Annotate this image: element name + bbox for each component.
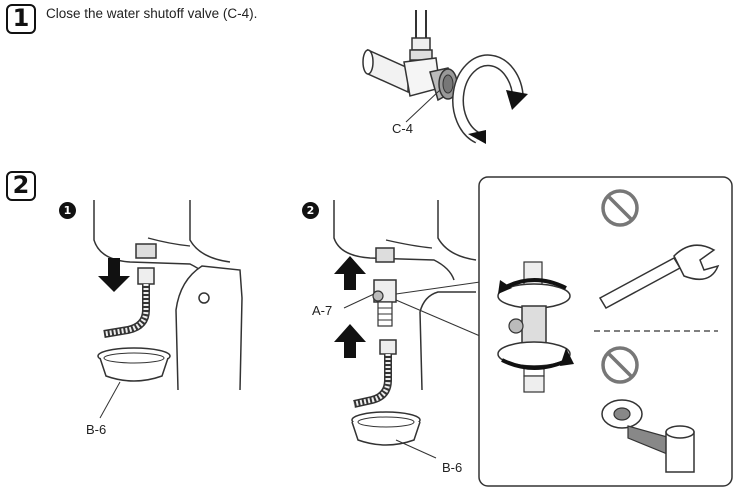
substep-1-marker: 1	[59, 202, 76, 219]
filter-label: A-7	[312, 303, 333, 318]
warning-detail-panel	[478, 176, 733, 487]
hose-removal-illustration	[93, 200, 243, 419]
step-1-number: 1	[6, 4, 36, 34]
substep-2-marker: 2	[302, 202, 319, 219]
container-label-1: B-6	[86, 422, 107, 437]
valve-label: C-4	[392, 121, 413, 136]
step-2-number: 2	[6, 171, 36, 201]
step-1-instruction: Close the water shutoff valve (C-4).	[46, 6, 258, 21]
container-label-2: B-6	[442, 460, 463, 475]
shutoff-valve-illustration	[362, 10, 528, 144]
prohibition-icon	[601, 346, 639, 384]
prohibition-icon	[601, 189, 639, 227]
filter-removal-illustration	[333, 200, 481, 459]
